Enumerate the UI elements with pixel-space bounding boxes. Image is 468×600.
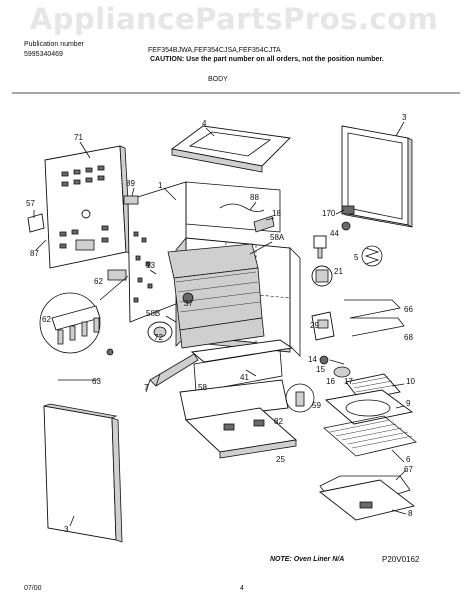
callout-25: 25	[276, 455, 285, 464]
callout-7: 7	[144, 383, 149, 392]
callout-62b: 62	[42, 315, 51, 324]
callout-89: 89	[126, 179, 135, 188]
callout-71: 71	[74, 133, 83, 142]
page-number: 4	[240, 585, 244, 592]
rear-panel-part	[44, 145, 132, 269]
callout-68: 68	[404, 333, 413, 342]
callout-6: 6	[406, 455, 411, 464]
callout-67: 67	[404, 465, 413, 474]
callout-87: 87	[30, 249, 39, 258]
callout-58: 58	[198, 383, 207, 392]
callout-16: 16	[326, 377, 335, 386]
callout-82: 82	[274, 417, 283, 426]
callout-66: 66	[404, 305, 413, 314]
element-part	[344, 299, 405, 337]
model-numbers: FEF354BJWA,FEF354CJSA,FEF354CJTA	[148, 47, 281, 54]
callout-37: 37	[184, 299, 193, 308]
callout-18: 18	[272, 209, 281, 218]
callout-44: 44	[330, 229, 339, 238]
callout-63: 63	[92, 377, 101, 386]
publication-label: Publication number	[24, 41, 84, 48]
footer-date: 07/00	[24, 585, 42, 592]
callout-88: 88	[250, 193, 259, 202]
caution-text: CAUTION: Use the part number on all orde…	[150, 56, 384, 63]
footer-note: NOTE: Oven Liner N/A	[270, 556, 345, 563]
oven-light-part	[285, 383, 315, 413]
latch-part	[319, 355, 351, 378]
callout-170: 170	[322, 209, 336, 218]
oven-rack-part	[323, 415, 417, 457]
callout-58b: 58B	[146, 309, 160, 318]
drawer-bottom-part	[185, 407, 298, 459]
bracket-part	[123, 195, 139, 205]
callout-17: 17	[344, 377, 353, 386]
oven-bottom-part	[190, 339, 294, 393]
knob-part	[313, 235, 327, 259]
figure-code: P20V0162	[382, 555, 420, 564]
callout-10: 10	[406, 377, 415, 386]
section-title: BODY	[208, 76, 228, 83]
callout-8: 8	[408, 509, 413, 518]
broiler-pan-part	[324, 389, 414, 425]
callout-58a: 58A	[270, 233, 285, 242]
callout-14: 14	[308, 355, 317, 364]
callout-3-lower: 3	[64, 525, 69, 534]
spring-part	[361, 245, 383, 267]
callout-59: 59	[312, 401, 321, 410]
callout-5: 5	[354, 253, 359, 262]
callout-41: 41	[240, 373, 249, 382]
switch-part	[253, 215, 275, 233]
switch-assembly-part	[311, 311, 335, 341]
callout-1: 1	[158, 181, 163, 190]
fan-part	[311, 265, 333, 287]
callout-15: 15	[316, 365, 325, 374]
lower-insulation-part	[179, 317, 265, 349]
terminal-block-part	[107, 269, 127, 281]
callout-62a: 62	[94, 277, 103, 286]
top-panel-part	[170, 125, 291, 173]
fastener-part	[182, 292, 194, 304]
insulation-blanket-part	[167, 243, 263, 331]
screw-part	[341, 221, 351, 231]
callout-4: 4	[202, 119, 207, 128]
terminal-block-detail	[39, 292, 114, 356]
callout-3: 3	[402, 113, 407, 122]
callout-13: 13	[146, 261, 155, 270]
callout-57: 57	[26, 199, 35, 208]
lower-side-panel-part	[43, 403, 123, 543]
oven-bottom-panel-part	[318, 479, 416, 521]
callout-29: 29	[310, 321, 319, 330]
callout-72: 72	[154, 333, 163, 342]
rear-cover-plate-part	[27, 213, 45, 233]
callout-21: 21	[334, 267, 343, 276]
hinge-part	[341, 205, 355, 215]
hinge-strip-part	[145, 353, 199, 393]
callout-9: 9	[406, 399, 411, 408]
publication-number: 5995340469	[24, 51, 63, 58]
wire-part	[219, 203, 265, 212]
